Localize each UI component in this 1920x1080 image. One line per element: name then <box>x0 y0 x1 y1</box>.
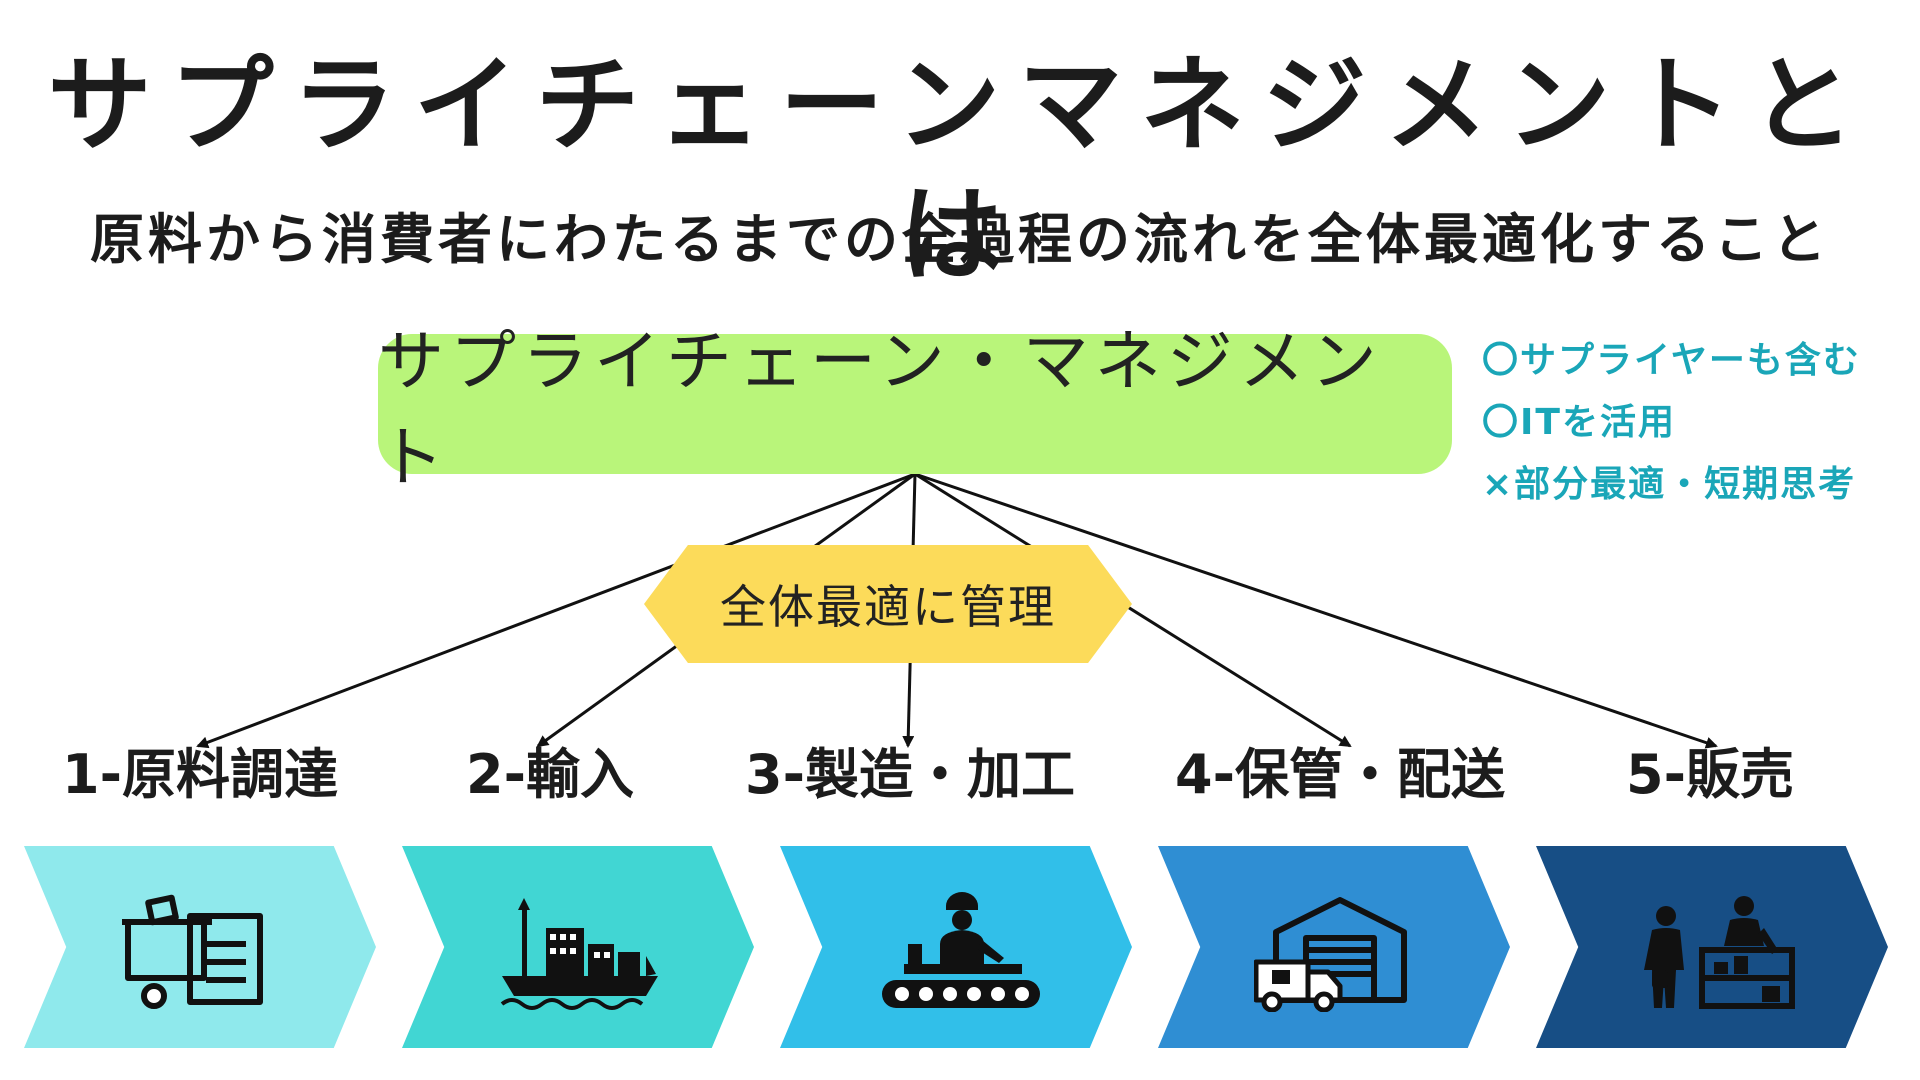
side-notes: 〇サプライヤーも含む 〇ITを活用 ×部分最適・短期思考 <box>1482 330 1902 516</box>
cargo-ship-icon <box>500 898 658 1010</box>
warehouse-truck-icon <box>1254 897 1407 1012</box>
shop-sales-icon <box>1644 896 1795 1009</box>
note-suppliers: 〇サプライヤーも含む <box>1482 340 1861 381</box>
step-label-4: 4-保管・配送 <box>1175 743 1505 806</box>
raw-materials-icon <box>122 894 263 1009</box>
arrow-to-step-5 <box>914 472 1718 749</box>
note-avoid-partial: ×部分最適・短期思考 <box>1482 464 1857 505</box>
chevron-step-1 <box>24 846 376 1048</box>
arrow-to-step-4 <box>914 472 1352 748</box>
step-label-5: 5-販売 <box>1626 743 1794 806</box>
arrow-to-step-1 <box>196 472 916 749</box>
step-label-3: 3-製造・加工 <box>745 743 1075 806</box>
scm-center-box: サプライチェーン・マネジメント <box>378 323 1452 496</box>
scm-center-label: サプライチェーン・マネジメント <box>378 323 1383 496</box>
optimize-hexagon: 全体最適に管理 <box>644 545 1132 663</box>
step-label-1: 1-原料調達 <box>62 743 338 806</box>
hexagon-label: 全体最適に管理 <box>720 580 1056 634</box>
page-subtitle: 原料から消費者にわたるまでの全過程の流れを全体最適化すること <box>90 208 1830 271</box>
factory-worker-conveyor-icon <box>882 892 1040 1008</box>
step-label-2: 2-輸入 <box>466 743 634 806</box>
page-title: サプライチェーンマネジメントとは <box>47 44 1873 296</box>
note-it: 〇ITを活用 <box>1482 402 1676 443</box>
